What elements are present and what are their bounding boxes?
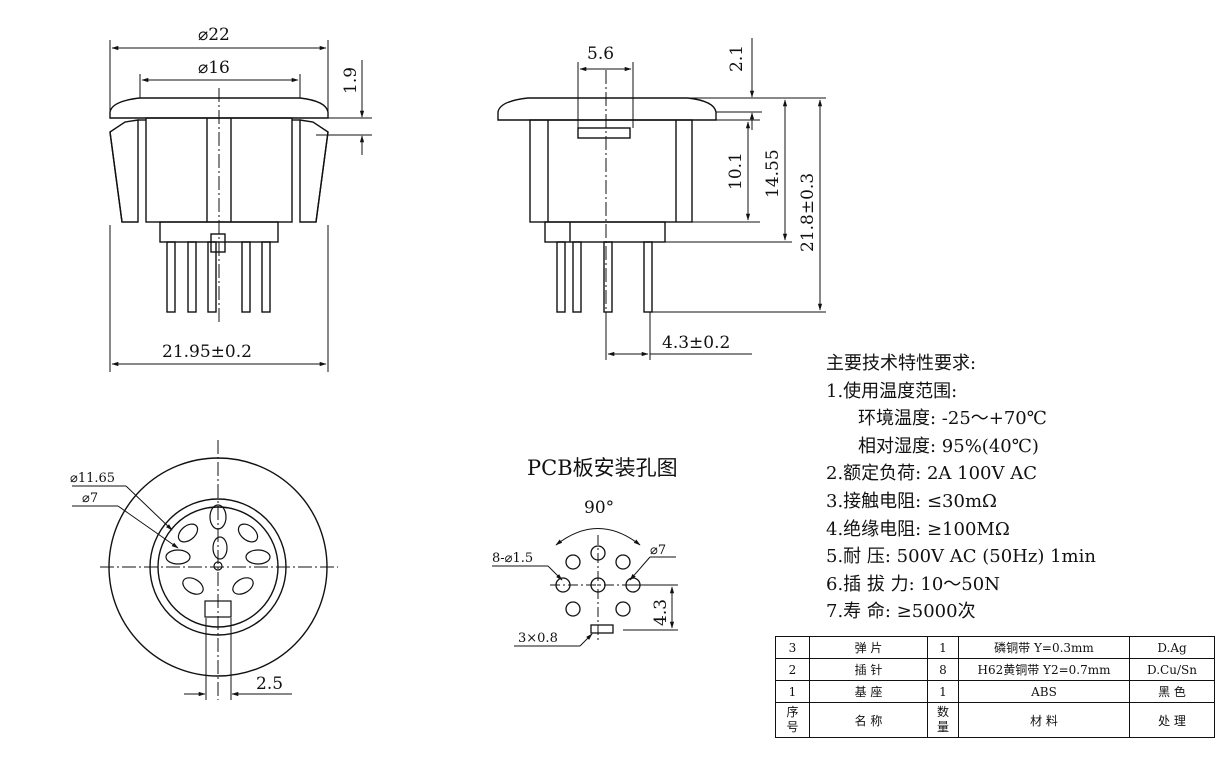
table-row: 3 弹 片 1 磷铜带 Y=0.3mm D.Ag [775,636,1215,659]
dim-h43: 4.3 [651,599,671,626]
spec-line: 相对湿度: 95%(40℃) [858,435,1039,457]
spec-line: 2.额定负荷: 2A 100V AC [826,463,1037,485]
dim-d1165: ⌀11.65 [70,471,115,486]
pcb-dimensions [492,528,678,647]
side-view [497,97,717,313]
spec-line: 1.使用温度范围: [826,380,958,402]
spec-line: 4.绝缘电阻: ≥100MΩ [826,518,1010,540]
bom-table: 3 弹 片 1 磷铜带 Y=0.3mm D.Ag 2 插 针 8 H62黄铜带 … [775,636,1215,738]
dim-ang90: 90° [584,498,614,518]
table-row: 1 基 座 1 ABS 黑 色 [775,680,1215,703]
dim-d7a: ⌀7 [82,491,98,506]
dim-h218: 21.8±0.3 [798,173,818,252]
spec-line: 7.寿 命: ≥5000次 [826,601,976,623]
spec-title: 主要技术特性要求: [826,353,977,374]
table-row: 2 插 针 8 H62黄铜带 Y2=0.7mm D.Cu/Sn [775,658,1215,681]
spec-line: 3.接触电阻: ≤30mΩ [826,490,997,512]
table-header-row: 序号 名 称 数量 材 料 处 理 [775,702,1215,738]
spec-line: 6.插 拔 力: 10～50N [826,573,1000,595]
dim-h19: 1.9 [341,67,361,94]
face-view-dimensions [72,440,338,700]
dim-w56: 5.6 [587,44,614,64]
dim-h101: 10.1 [726,152,746,190]
dim-d7b: ⌀7 [650,543,666,558]
spec-line: 5.耐 压: 500V AC (50Hz) 1min [826,546,1096,568]
spec-line: 环境温度: -25～+70℃ [858,408,1047,430]
dim-h1455: 14.55 [763,149,783,198]
dim-w43: 4.3±0.2 [662,333,730,353]
front-view-dimensions [109,40,372,372]
dim-holes: 8-⌀1.5 [492,551,533,566]
dim-h21: 2.1 [727,45,747,72]
dim-d22: ⌀22 [198,25,230,45]
dim-d16: ⌀16 [198,58,230,78]
pcb-title: PCB板安装孔图 [527,456,678,480]
dim-w25: 2.5 [256,674,283,694]
dim-w2195: 21.95±0.2 [162,342,252,362]
side-view-dimensions [577,38,826,360]
dim-slot: 3×0.8 [518,631,558,646]
spec-list: 主要技术特性要求: 1.使用温度范围: 环境温度: -25～+70℃ 相对湿度:… [826,350,1096,626]
